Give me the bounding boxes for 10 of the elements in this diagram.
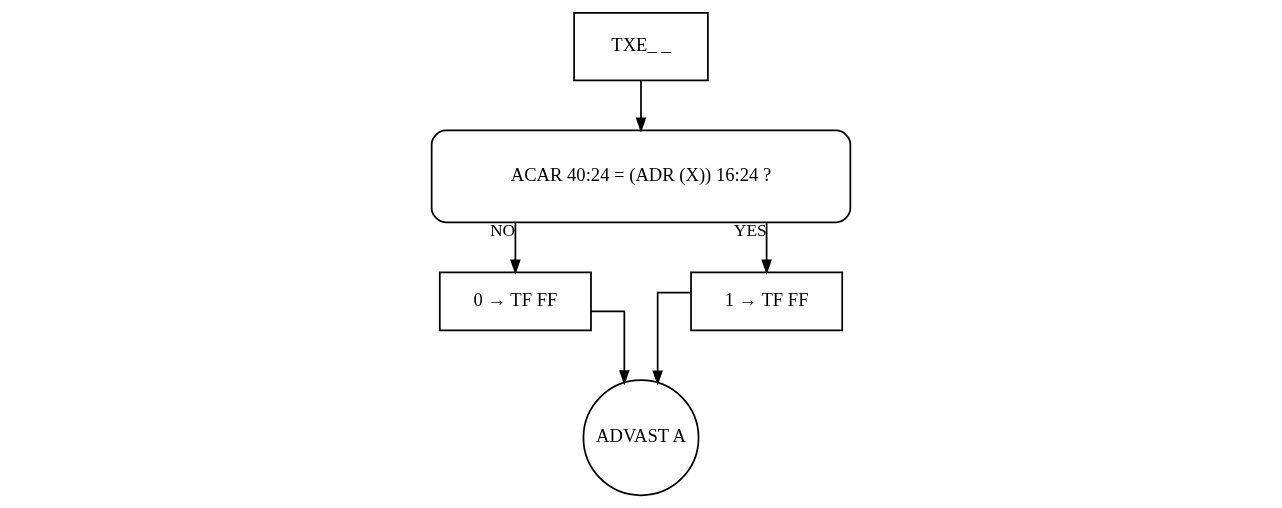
arrow xyxy=(761,221,772,275)
node-circle: ADVAST A xyxy=(582,379,700,497)
node-box: 0 → TF FF xyxy=(438,271,592,332)
node-box: ACAR 40:24 = (ADR (X)) 16:24 ? xyxy=(430,129,852,224)
arrow xyxy=(510,221,521,275)
arrow xyxy=(635,79,647,133)
arrow xyxy=(590,310,630,386)
node-box: TXE_ _ xyxy=(573,12,709,82)
arrow xyxy=(652,291,692,386)
node-box: 1 → TF FF xyxy=(690,271,844,332)
